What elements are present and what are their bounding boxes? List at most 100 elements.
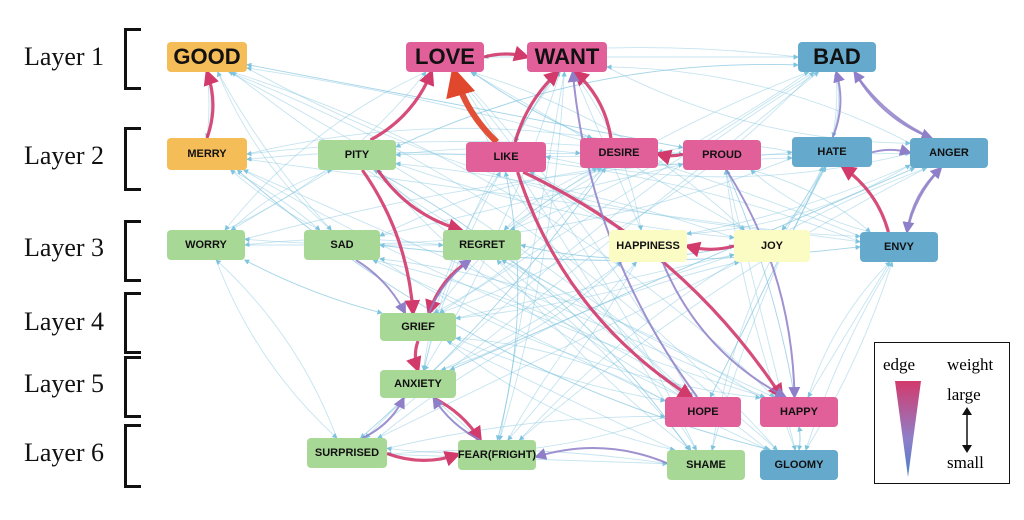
weak-edge	[421, 171, 501, 371]
weak-edge	[441, 261, 623, 371]
node-proud[interactable]: PROUD	[683, 140, 761, 170]
weak-edge	[454, 71, 697, 451]
layer-5-bracket	[124, 356, 141, 418]
weak-edge	[807, 261, 891, 398]
weak-edge	[497, 171, 519, 441]
weak-edge	[797, 426, 803, 451]
weak-edge	[227, 71, 778, 451]
node-regret[interactable]: REGRET	[443, 230, 521, 260]
node-worry[interactable]: WORRY	[167, 230, 245, 260]
edge-hate-to-bad	[831, 70, 845, 138]
node-happiness[interactable]: HAPPINESS	[609, 230, 687, 262]
weak-edge	[244, 259, 383, 315]
node-pity[interactable]: PITY	[318, 140, 396, 170]
weak-edge	[215, 259, 338, 439]
weak-edge	[377, 260, 741, 439]
node-good[interactable]: GOOD	[167, 42, 247, 72]
legend-large-label: large	[947, 385, 981, 404]
weak-edge	[507, 261, 637, 441]
node-fear-fright[interactable]: FEAR(FRIGHT)	[458, 440, 536, 470]
weak-edge	[395, 64, 799, 148]
edge-proud-to-happy	[725, 169, 801, 399]
node-love[interactable]: LOVE	[406, 42, 484, 72]
weak-edge	[455, 335, 666, 402]
layer-4-bracket	[124, 292, 141, 354]
weak-edge	[395, 62, 799, 148]
weak-edge	[710, 166, 825, 398]
weak-edge	[450, 167, 916, 371]
edge-hate-to-anger	[871, 144, 912, 156]
weak-edge	[440, 261, 622, 372]
edge-like-to-happy	[522, 170, 784, 400]
weak-edge	[686, 164, 911, 235]
layer-6-label: Layer 6	[23, 438, 105, 467]
node-bad[interactable]: BAD	[798, 42, 876, 72]
edge-anger-to-bad	[853, 70, 932, 139]
weak-edge	[242, 169, 765, 398]
weak-edge	[606, 64, 911, 144]
node-hate[interactable]: HATE	[792, 137, 872, 167]
edge-envy-to-hate	[839, 165, 890, 233]
edge-desire-to-want	[572, 69, 613, 139]
node-hope[interactable]: HOPE	[665, 397, 741, 427]
weak-edge	[781, 166, 823, 231]
edge-like-to-hope	[516, 171, 695, 399]
layer-6-bracket	[124, 424, 141, 488]
node-gloomy[interactable]: GLOOMY	[760, 450, 838, 480]
edge-joy-to-happiness	[683, 241, 735, 258]
layer-2-bracket	[124, 127, 141, 191]
weak-edge	[386, 413, 666, 449]
weak-edge	[750, 169, 871, 233]
weak-edge	[243, 259, 382, 314]
edge-pity-to-love	[369, 69, 435, 142]
weak-edge	[710, 166, 825, 398]
weak-edge	[230, 169, 320, 231]
weak-edge	[499, 71, 567, 441]
weak-edge	[686, 164, 911, 236]
weak-edge	[438, 71, 814, 314]
layer-5-label: Layer 5	[23, 369, 105, 398]
weak-edge	[395, 161, 735, 239]
weak-edge	[497, 71, 565, 441]
weak-edge	[496, 259, 692, 451]
edge-pity-to-grief	[361, 169, 421, 317]
weak-edge	[807, 261, 891, 398]
node-want[interactable]: WANT	[527, 42, 607, 72]
node-joy[interactable]: JOY	[734, 230, 810, 262]
weak-edge	[496, 171, 519, 441]
weak-edge	[215, 259, 338, 439]
edge-surprised-to-anxiety	[362, 396, 405, 439]
legend-double-arrow-icon	[962, 407, 972, 453]
edge-merry-to-good	[203, 68, 219, 139]
weak-edge	[781, 166, 824, 231]
weak-edge	[455, 254, 735, 321]
weak-edge	[446, 340, 675, 451]
node-desire[interactable]: DESIRE	[580, 138, 658, 168]
weak-edge	[446, 340, 676, 452]
node-anxiety[interactable]: ANXIETY	[380, 370, 456, 398]
edge-happiness-to-happy	[661, 261, 788, 398]
weak-edge	[243, 169, 766, 399]
weak-edge	[519, 167, 928, 441]
node-surprised[interactable]: SURPRISED	[307, 438, 387, 468]
weak-edge	[230, 169, 333, 231]
node-envy[interactable]: ENVY	[860, 232, 938, 262]
node-happy[interactable]: HAPPY	[760, 397, 838, 427]
edge-fear-to-anxiety	[432, 396, 481, 441]
node-shame[interactable]: SHAME	[667, 450, 745, 480]
edge-surprised-to-fear	[386, 451, 462, 467]
edge-grief-to-regret	[428, 258, 472, 314]
edge-pity-to-regret	[376, 169, 465, 235]
weak-edge	[805, 261, 894, 451]
node-merry[interactable]: MERRY	[167, 138, 247, 170]
node-anger[interactable]: ANGER	[910, 138, 988, 168]
weak-edge	[449, 167, 915, 371]
node-like[interactable]: LIKE	[466, 142, 546, 172]
weak-edge	[379, 256, 761, 399]
edge-bad-to-anger	[853, 71, 934, 141]
layer-3-label: Layer 3	[23, 233, 105, 262]
node-grief[interactable]: GRIEF	[380, 313, 456, 341]
node-sad[interactable]: SAD	[304, 230, 380, 260]
weak-edge	[726, 169, 797, 398]
weak-edge	[518, 167, 927, 441]
